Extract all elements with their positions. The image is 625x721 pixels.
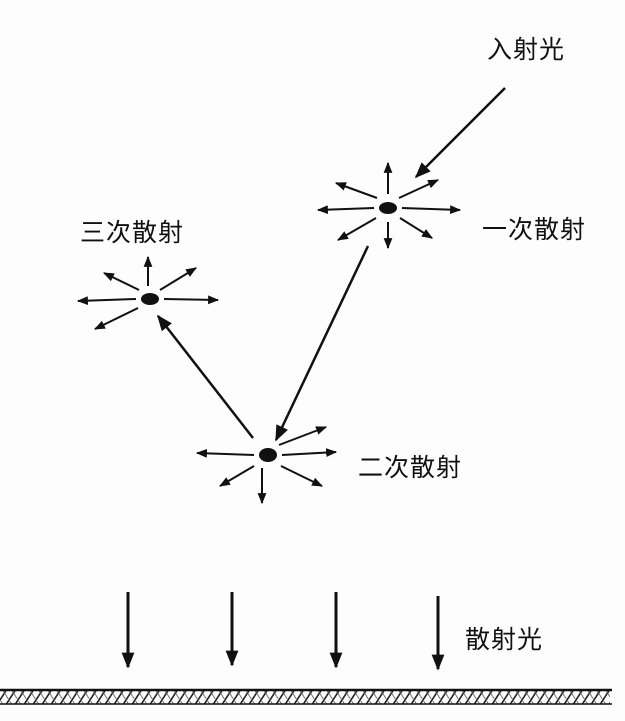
ground-surface (0, 688, 612, 705)
scattered-light-label: 散射光 (465, 625, 544, 654)
first-scattering-label: 一次散射 (482, 215, 587, 244)
scattered-light-arrows (121, 592, 445, 671)
incident-light-ray (414, 87, 506, 179)
second-scattering-label: 二次散射 (358, 453, 463, 482)
incident-light-label: 入射光 (487, 35, 566, 64)
second-scattering-point (195, 426, 338, 505)
third-scattering-label: 三次散射 (80, 218, 185, 247)
ray-first-to-second (274, 245, 370, 442)
first-scattering-point (316, 161, 462, 250)
ray-second-to-third (157, 314, 254, 439)
third-scattering-point (76, 255, 220, 330)
